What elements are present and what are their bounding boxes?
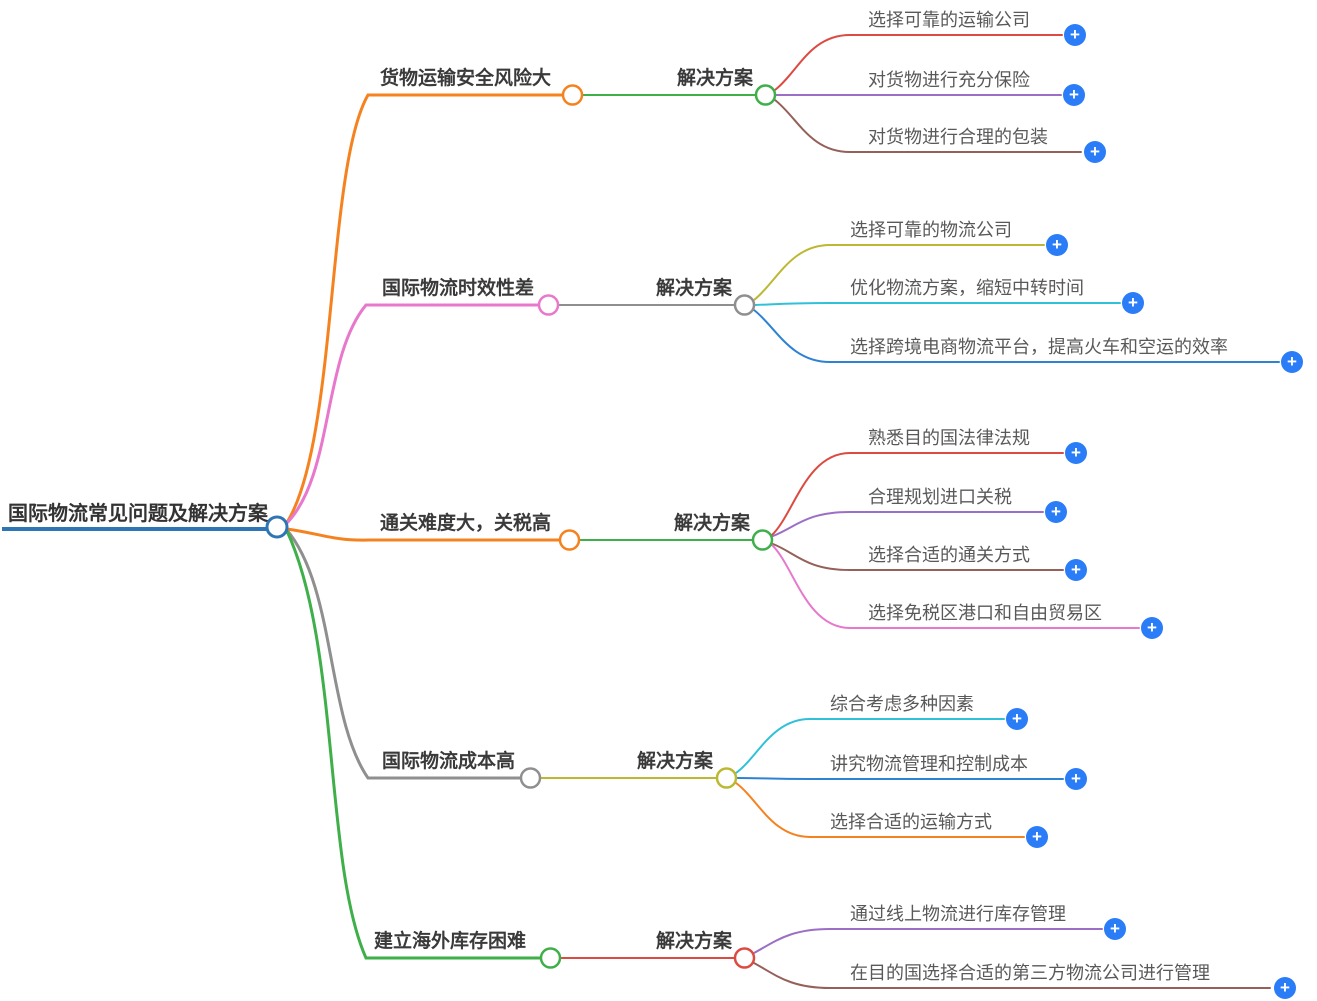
branch-3-leaf-3-add-button[interactable]: +	[1065, 559, 1087, 581]
branch-3-leaf-3-connector	[772, 543, 1064, 571]
branch-4-leaf-3-add-button[interactable]: +	[1026, 826, 1048, 848]
plus-icon: +	[1071, 559, 1081, 579]
branch-2-topic[interactable]: 国际物流时效性差	[382, 278, 535, 299]
branch-3-leaf-4-label[interactable]: 选择免税区港口和自由贸易区	[868, 603, 1102, 623]
branch-2-leaf-1-label[interactable]: 选择可靠的物流公司	[850, 220, 1012, 240]
branch-1-topic-node-handle[interactable]	[561, 84, 584, 106]
branch-3-leaf-3-label[interactable]: 选择合适的通关方式	[868, 545, 1030, 565]
branch-1-leaf-1-label[interactable]: 选择可靠的运输公司	[868, 10, 1030, 30]
plus-icon: +	[1128, 292, 1138, 312]
branch-5-leaf-2-connector	[753, 962, 1271, 989]
branch-5-topic[interactable]: 建立海外库存困难	[374, 931, 527, 952]
plus-icon: +	[1110, 918, 1120, 938]
branch-3-topic[interactable]: 通关难度大，关税高	[380, 513, 552, 534]
branch-4-solution-label[interactable]: 解决方案	[637, 751, 714, 772]
branch-4-leaf-3-label[interactable]: 选择合适的运输方式	[830, 812, 992, 832]
branch-5-leaf-2-add-button[interactable]: +	[1274, 977, 1296, 999]
branch-2-topic-node-handle[interactable]	[537, 294, 560, 316]
branch-2-connector	[284, 303, 540, 526]
branch-4-topic-node-handle[interactable]	[519, 767, 542, 789]
branch-2-solution-label[interactable]: 解决方案	[656, 278, 733, 299]
branch-3-leaf-4-connector	[771, 544, 1140, 629]
plus-icon: +	[1071, 768, 1081, 788]
plus-icon: +	[1052, 234, 1062, 254]
branch-4-leaf-1-add-button[interactable]: +	[1006, 708, 1028, 730]
branch-3-leaf-2-label[interactable]: 合理规划进口关税	[868, 487, 1012, 507]
plus-icon: +	[1070, 24, 1080, 44]
branch-3-leaf-2-add-button[interactable]: +	[1045, 501, 1067, 523]
root-node-handle[interactable]	[265, 515, 289, 539]
branch-1-leaf-3-connector	[774, 99, 1082, 153]
branch-1-leaf-3-label[interactable]: 对货物进行合理的包装	[868, 127, 1048, 147]
branch-3-leaf-1-connector	[771, 452, 1064, 536]
branch-3-leaf-4-add-button[interactable]: +	[1141, 617, 1163, 639]
plus-icon: +	[1012, 708, 1022, 728]
branch-3-topic-node-handle[interactable]	[558, 529, 581, 551]
plus-icon: +	[1051, 501, 1061, 521]
branch-4-leaf-3-connector	[735, 782, 1025, 838]
branch-5-leaf-1-add-button[interactable]: +	[1104, 918, 1126, 940]
branch-4-leaf-2-label[interactable]: 讲究物流管理和控制成本	[830, 754, 1028, 774]
plus-icon: +	[1090, 141, 1100, 161]
branch-5-connector	[284, 527, 542, 960]
branch-4-connector	[284, 527, 522, 780]
plus-icon: +	[1287, 351, 1297, 371]
branch-3-solution-node-handle[interactable]	[751, 529, 774, 551]
branch-1-solution-label[interactable]: 解决方案	[677, 68, 754, 89]
branch-2-leaf-1-add-button[interactable]: +	[1046, 234, 1068, 256]
plus-icon: +	[1069, 84, 1079, 104]
branch-4-topic[interactable]: 国际物流成本高	[382, 751, 516, 772]
branch-3-leaf-2-connector	[772, 511, 1044, 537]
branch-1-leaf-2-add-button[interactable]: +	[1063, 84, 1085, 106]
branch-2-leaf-2-connector	[754, 302, 1121, 306]
branch-2-leaf-3-connector	[753, 309, 1280, 363]
branch-4-leaf-2-add-button[interactable]: +	[1065, 768, 1087, 790]
branch-2-solution-node-handle[interactable]	[733, 294, 756, 316]
branch-2-leaf-1-connector	[753, 244, 1045, 301]
branch-5-leaf-1-connector	[753, 928, 1103, 954]
branch-2-leaf-2-label[interactable]: 优化物流方案，缩短中转时间	[850, 278, 1084, 298]
branch-1-leaf-3-add-button[interactable]: +	[1084, 141, 1106, 163]
branch-1-solution-node-handle[interactable]	[754, 84, 777, 106]
branch-3-leaf-1-label[interactable]: 熟悉目的国法律法规	[868, 428, 1030, 448]
branch-4-leaf-2-connector	[736, 777, 1064, 780]
root-topic[interactable]: 国际物流常见问题及解决方案	[8, 503, 268, 525]
branch-2-leaf-3-label[interactable]: 选择跨境电商物流平台，提高火车和空运的效率	[850, 337, 1228, 357]
branch-1-leaf-1-connector	[774, 34, 1063, 91]
branch-3-connector	[285, 527, 561, 542]
plus-icon: +	[1032, 826, 1042, 846]
plus-icon: +	[1071, 442, 1081, 462]
branch-3-leaf-1-add-button[interactable]: +	[1065, 442, 1087, 464]
branch-5-topic-node-handle[interactable]	[539, 947, 562, 969]
branch-5-solution-node-handle[interactable]	[733, 947, 756, 969]
plus-icon: +	[1280, 977, 1290, 997]
branch-2-leaf-3-add-button[interactable]: +	[1281, 351, 1303, 373]
branch-5-leaf-1-label[interactable]: 通过线上物流进行库存管理	[850, 904, 1066, 924]
branch-1-topic[interactable]: 货物运输安全风险大	[380, 68, 552, 89]
branch-4-leaf-1-connector	[735, 718, 1005, 774]
branch-4-leaf-1-label[interactable]: 综合考虑多种因素	[830, 694, 974, 714]
branch-1-leaf-2-label[interactable]: 对货物进行充分保险	[868, 70, 1030, 90]
plus-icon: +	[1147, 617, 1157, 637]
branch-2-leaf-2-add-button[interactable]: +	[1122, 292, 1144, 314]
branch-1-leaf-1-add-button[interactable]: +	[1064, 24, 1086, 46]
branch-4-solution-node-handle[interactable]	[715, 767, 738, 789]
branch-5-solution-label[interactable]: 解决方案	[656, 931, 733, 952]
branch-1-connector	[284, 93, 564, 526]
branch-3-solution-label[interactable]: 解决方案	[674, 513, 751, 534]
branch-5-leaf-2-label[interactable]: 在目的国选择合适的第三方物流公司进行管理	[850, 963, 1210, 983]
